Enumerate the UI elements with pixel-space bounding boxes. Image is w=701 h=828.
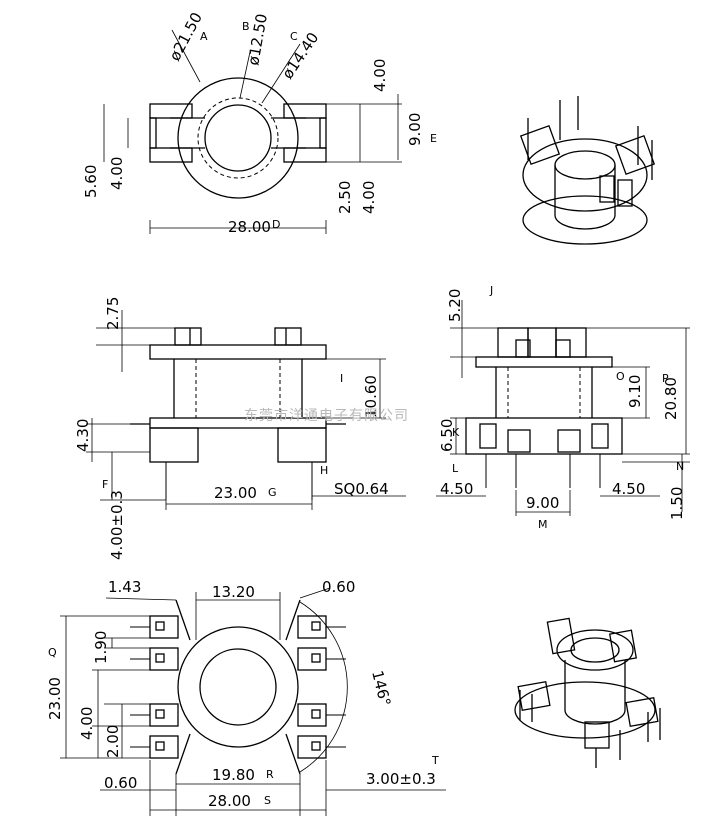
mark-p: P <box>662 372 669 385</box>
mark-c: C <box>290 30 298 43</box>
watermark-text: 东莞市洋通电子有限公司 <box>244 407 409 424</box>
dim-1-50: 1.50 <box>668 487 686 520</box>
dim-4-00-bottom: 4.00 <box>78 707 96 740</box>
mark-k: K <box>452 426 460 439</box>
dim-5-60: 5.60 <box>82 165 100 198</box>
dim-4-50-left: 4.50 <box>440 480 473 498</box>
dim-9-00: 9.00 <box>406 113 424 146</box>
mark-o: O <box>616 370 625 383</box>
dim-4-00-03: 4.00±0.3 <box>108 490 126 560</box>
bobbin-3d-top <box>519 96 656 245</box>
dim-1-90: 1.90 <box>92 631 110 664</box>
dim-0-60-bottom: 0.60 <box>104 774 137 792</box>
mark-e: E <box>430 132 437 145</box>
mark-a: A <box>200 30 208 43</box>
mark-s: S <box>264 794 271 807</box>
dim-2-50: 2.50 <box>336 181 354 214</box>
mark-t: T <box>431 754 439 767</box>
dim-3-00-03: 3.00±0.3 <box>366 770 436 788</box>
side-view <box>436 300 690 516</box>
mark-f: F <box>102 478 108 491</box>
side-top-flange <box>475 356 613 368</box>
dim-sq: SQ0.64 <box>334 480 389 498</box>
dim-6-50: 6.50 <box>438 419 456 452</box>
front-bottom-flange <box>149 417 327 429</box>
mark-n: N <box>676 460 684 473</box>
dim-146: 146° <box>368 669 394 708</box>
dim-13-20: 13.20 <box>212 583 255 601</box>
dim-4-30: 4.30 <box>74 419 92 452</box>
mark-h: H <box>320 464 328 477</box>
mark-g: G <box>268 486 277 499</box>
dim-2-00: 2.00 <box>104 725 122 758</box>
dim-20-80: 20.80 <box>662 377 680 420</box>
dim-4-50-right: 4.50 <box>612 480 645 498</box>
dim-2-75: 2.75 <box>104 297 122 330</box>
mark-q: Q <box>48 646 57 659</box>
mark-r: R <box>266 768 274 781</box>
top-inner-bore <box>204 104 272 172</box>
side-base <box>465 417 623 455</box>
dim-4-00-top: 4.00 <box>371 59 389 92</box>
dim-23-00-bottom: 23.00 <box>46 677 64 720</box>
bobbin-3d-bottom <box>514 617 661 768</box>
top-winding-circle <box>197 97 279 179</box>
top-outer-flange <box>177 77 299 199</box>
bottom-outer-flange <box>177 626 299 748</box>
mark-l: L <box>452 462 459 475</box>
mark-m: M <box>538 518 548 531</box>
dim-9-10: 9.10 <box>626 375 644 408</box>
bottom-view <box>60 587 446 816</box>
dim-10-60: 10.60 <box>362 375 380 418</box>
dim-1-43: 1.43 <box>108 578 141 596</box>
dim-9-00-side: 9.00 <box>526 494 559 512</box>
dim-4-00-right: 4.00 <box>360 181 378 214</box>
dim-0-60-top: 0.60 <box>322 578 355 596</box>
dim-5-20: 5.20 <box>446 289 464 322</box>
dia-c-label: ø14.40 <box>278 29 322 82</box>
dim-4-00-left: 4.00 <box>108 157 126 190</box>
angle-arc <box>299 601 348 773</box>
bottom-inner-bore <box>199 648 277 726</box>
front-top-flange <box>149 344 327 360</box>
front-view <box>86 310 406 510</box>
top-view <box>103 29 402 234</box>
dim-28-00-top: 28.00 <box>228 218 271 236</box>
mark-i: I <box>340 372 343 385</box>
dim-23-00-front: 23.00 <box>214 484 257 502</box>
mark-d: D <box>272 218 280 231</box>
dim-19-80: 19.80 <box>212 766 255 784</box>
mark-j: J <box>489 284 493 297</box>
mark-b: B <box>242 20 250 33</box>
dim-28-00-bottom: 28.00 <box>208 792 251 810</box>
